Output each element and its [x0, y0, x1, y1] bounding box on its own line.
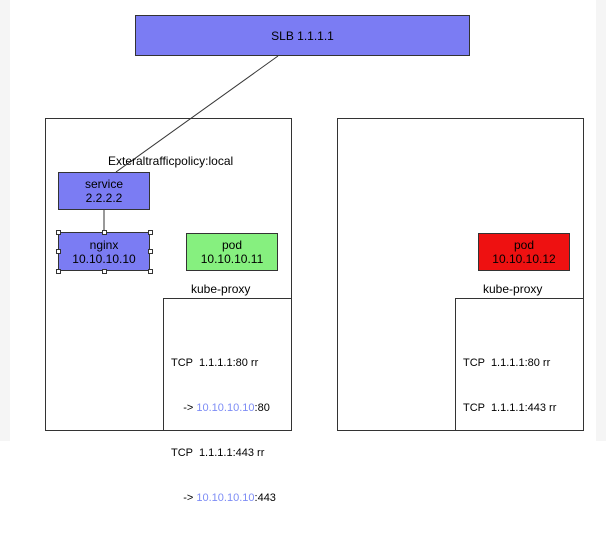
connector-lines	[103, 55, 279, 232]
node2-kube-proxy-box	[455, 298, 584, 431]
node1-kube-proxy-box	[163, 298, 292, 431]
node1-kube-proxy-label: kube-proxy	[191, 282, 251, 296]
pod-green-ip: 10.10.10.11	[200, 252, 264, 266]
rule-arrow: ->	[183, 492, 194, 504]
node2-rules: TCP 1.1.1.1:80 rr TCP 1.1.1.1:443 rr	[463, 326, 556, 446]
rule-proto: TCP	[171, 447, 193, 459]
service-ip: 2.2.2.2	[85, 191, 123, 205]
pod-green-name: pod	[221, 238, 243, 252]
rule-proto: TCP	[463, 357, 485, 369]
selection-handle[interactable]	[102, 269, 107, 274]
rule-target-ip: 10.10.10.10	[196, 402, 255, 414]
node1-rules: TCP 1.1.1.1:80 rr -> 10.10.10.10:80 TCP …	[171, 326, 276, 536]
node1-rule-2: TCP 1.1.1.1:443 rr	[171, 446, 276, 461]
rule-dest: 1.1.1.1:443 rr	[198, 447, 265, 459]
right-page-margin	[596, 0, 606, 441]
left-page-margin	[0, 0, 10, 441]
selection-handle[interactable]	[148, 230, 153, 235]
selection-handle[interactable]	[56, 249, 61, 254]
slb-to-service-line	[115, 55, 279, 173]
node1-rule-1-target: -> 10.10.10.10:80	[171, 401, 276, 416]
selection-handle[interactable]	[56, 230, 61, 235]
node2-rule-1: TCP 1.1.1.1:80 rr	[463, 356, 556, 371]
selection-handle[interactable]	[148, 269, 153, 274]
rule-dest: 1.1.1.1:80 rr	[490, 357, 551, 369]
node1-rule-2-target: -> 10.10.10.10:443	[171, 491, 276, 506]
service-box[interactable]: service 2.2.2.2	[58, 172, 150, 210]
rule-target-port: :443	[254, 492, 276, 504]
slb-box[interactable]: SLB 1.1.1.1	[135, 15, 470, 56]
diagram-canvas: SLB 1.1.1.1 Exteraltrafficpolicy:local s…	[0, 0, 606, 504]
rule-dest: 1.1.1.1:443 rr	[490, 402, 557, 414]
node2-rule-2: TCP 1.1.1.1:443 rr	[463, 401, 556, 416]
nginx-name: nginx	[89, 237, 119, 252]
rule-proto: TCP	[171, 357, 193, 369]
service-name: service	[84, 177, 123, 191]
rule-target-port: :80	[254, 402, 270, 414]
node2-kube-proxy-label: kube-proxy	[483, 282, 543, 296]
pod-red-ip: 10.10.10.12	[492, 252, 556, 266]
nginx-ip: 10.10.10.10	[72, 251, 136, 266]
pod-red-name: pod	[513, 238, 535, 252]
pod-green-box[interactable]: pod 10.10.10.11	[186, 233, 278, 271]
nginx-pod-box[interactable]: nginx 10.10.10.10	[58, 232, 150, 271]
selection-handle[interactable]	[102, 230, 107, 235]
rule-arrow: ->	[183, 402, 194, 414]
rule-target-ip: 10.10.10.10	[196, 492, 255, 504]
node1-rule-1: TCP 1.1.1.1:80 rr	[171, 356, 276, 371]
selection-handle[interactable]	[56, 269, 61, 274]
rule-dest: 1.1.1.1:80 rr	[198, 357, 259, 369]
pod-red-box[interactable]: pod 10.10.10.12	[478, 233, 570, 271]
selection-handle[interactable]	[148, 249, 153, 254]
slb-label: SLB 1.1.1.1	[271, 28, 334, 43]
rule-proto: TCP	[463, 402, 485, 414]
traffic-policy-label: Exteraltrafficpolicy:local	[108, 154, 234, 168]
